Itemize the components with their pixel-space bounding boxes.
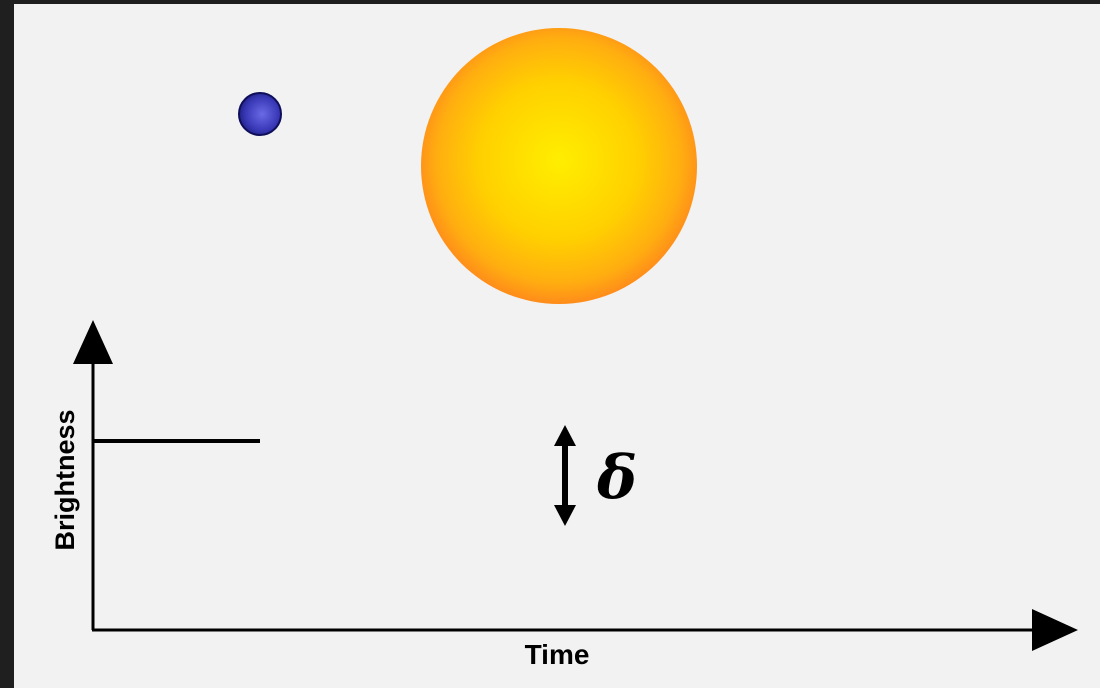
planet-icon — [238, 92, 282, 136]
star-icon — [421, 28, 697, 304]
x-axis-label: Time — [525, 639, 590, 670]
y-axis-label: Brightness — [50, 409, 80, 550]
x-axis-arrowhead — [1032, 609, 1078, 651]
y-axis-arrowhead — [73, 320, 113, 364]
dip-symbol: δ — [596, 443, 637, 513]
double-arrow-icon — [554, 425, 576, 526]
